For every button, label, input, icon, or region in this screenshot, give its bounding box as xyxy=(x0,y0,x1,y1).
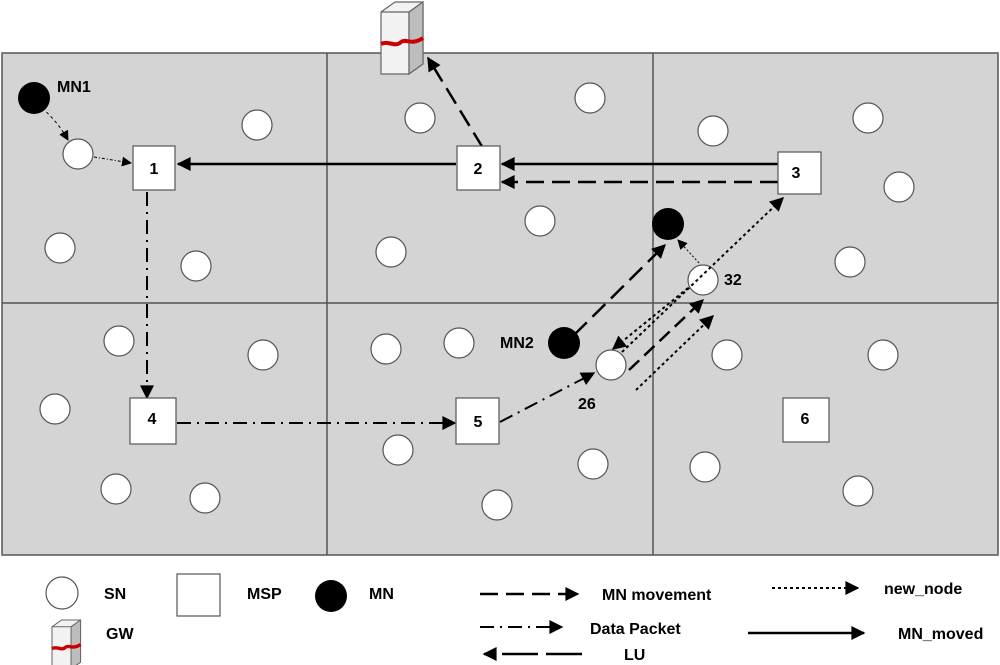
msp-1-label: 1 xyxy=(150,161,159,178)
sensor-node-26 xyxy=(595,349,627,381)
gateway-icon xyxy=(380,0,425,76)
data-packet-arrow-5-26 xyxy=(499,372,596,423)
sensor-node xyxy=(39,393,71,425)
legend-sn-icon xyxy=(45,576,79,610)
sensor-node xyxy=(180,250,212,282)
legend-sn-label: SN xyxy=(104,586,126,603)
sensor-node xyxy=(524,205,556,237)
msp2-to-gw-arrow xyxy=(426,56,485,149)
msp-3-label: 3 xyxy=(792,165,801,182)
new-node-arrow-32-mn xyxy=(677,239,700,264)
sensor-node xyxy=(883,171,915,203)
sensor-node xyxy=(370,333,402,365)
mn-movement-arrow-mn2 xyxy=(573,244,666,336)
new-node-arrow-26-3 xyxy=(621,197,785,353)
sensor-node xyxy=(689,451,721,483)
sensor-node xyxy=(100,473,132,505)
msp-2 xyxy=(456,145,501,191)
mobile-node-mn2 xyxy=(548,327,580,359)
sensor-node xyxy=(867,339,899,371)
legend-mn-movement-label: MN movement xyxy=(602,587,712,604)
mn1-label: MN1 xyxy=(57,79,91,96)
sensor-node xyxy=(577,448,609,480)
sensor-node xyxy=(62,138,94,170)
legend-lu-label: LU xyxy=(624,647,645,664)
sensor-node-32 xyxy=(687,264,719,296)
sensor-node xyxy=(382,434,414,466)
sensor-node xyxy=(842,475,874,507)
mn1-to-sn-arrow xyxy=(41,107,69,141)
legend-gw-label: GW xyxy=(106,626,134,643)
msp-5-label: 5 xyxy=(474,414,483,431)
mobile-node-moved xyxy=(652,208,684,240)
sensor-node xyxy=(44,232,76,264)
new-node-arrow-32-26 xyxy=(611,287,689,350)
msp-4 xyxy=(129,397,177,445)
sensor-26-label: 26 xyxy=(578,396,596,413)
legend-mn-icon xyxy=(315,580,347,612)
msp-5 xyxy=(455,397,500,445)
sensor-32-label: 32 xyxy=(724,272,742,289)
sensor-node xyxy=(189,482,221,514)
msp-6 xyxy=(782,397,830,443)
mn-movement-arrow-26 xyxy=(628,299,705,371)
legend-mn-label: MN xyxy=(369,586,394,603)
legend-msp-icon xyxy=(176,573,221,617)
legend: SN MSP MN GW MN movement Data Packet LU … xyxy=(45,573,983,665)
msp-nodes: 1 2 3 4 5 6 xyxy=(129,145,830,445)
msp-2-label: 2 xyxy=(474,161,483,178)
sensor-node xyxy=(103,325,135,357)
msp-1 xyxy=(132,145,176,191)
legend-data-packet-label: Data Packet xyxy=(590,621,681,638)
sensor-nodes xyxy=(39,82,915,521)
sensor-node xyxy=(375,236,407,268)
legend-mn-moved-label: MN_moved xyxy=(898,626,983,643)
sensor-node xyxy=(443,327,475,359)
msp-3 xyxy=(777,151,822,195)
legend-new-node-label: new_node xyxy=(884,581,962,598)
sensor-node xyxy=(711,339,743,371)
sensor-node xyxy=(697,115,729,147)
sn-to-msp1-arrow xyxy=(93,156,132,167)
sensor-node xyxy=(481,489,513,521)
msp-6-label: 6 xyxy=(801,411,810,428)
sensor-node xyxy=(247,339,279,371)
legend-gw-icon xyxy=(51,619,82,665)
msp-4-label: 4 xyxy=(148,411,157,428)
sensor-node xyxy=(404,102,436,134)
sensor-node xyxy=(834,246,866,278)
legend-msp-label: MSP xyxy=(247,586,282,603)
mobile-node-mn1 xyxy=(18,82,50,114)
sensor-node xyxy=(852,102,884,134)
mn2-label: MN2 xyxy=(500,335,534,352)
field-region xyxy=(1,52,999,556)
sensor-node xyxy=(241,109,273,141)
sensor-node xyxy=(574,82,606,114)
